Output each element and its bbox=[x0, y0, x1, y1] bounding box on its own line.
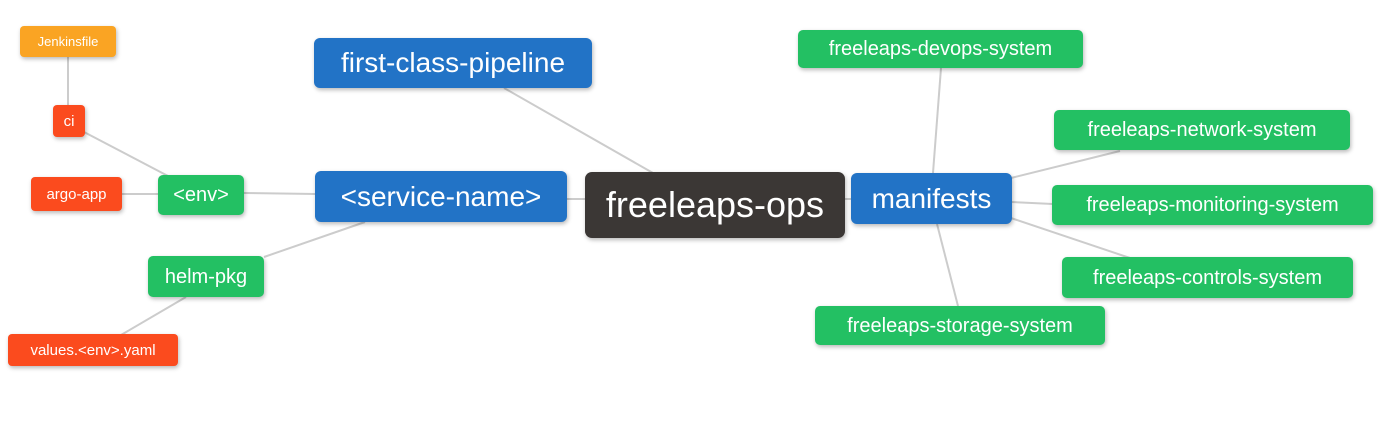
node-freeleaps-ops[interactable]: freeleaps-ops bbox=[585, 172, 845, 238]
node-jenkinsfile[interactable]: Jenkinsfile bbox=[20, 26, 116, 57]
edge-ci-env bbox=[83, 131, 169, 177]
node-values-env-yaml[interactable]: values.<env>.yaml bbox=[8, 334, 178, 366]
node-freeleaps-storage-system[interactable]: freeleaps-storage-system bbox=[815, 306, 1105, 345]
node-freeleaps-network-system[interactable]: freeleaps-network-system bbox=[1054, 110, 1350, 150]
node-freeleaps-controls-system[interactable]: freeleaps-controls-system bbox=[1062, 257, 1353, 298]
edge-values-helm-pkg bbox=[120, 296, 187, 336]
node-argo-app[interactable]: argo-app bbox=[31, 177, 122, 211]
node-manifests[interactable]: manifests bbox=[851, 173, 1012, 224]
node-first-class-pipeline[interactable]: first-class-pipeline bbox=[314, 38, 592, 88]
edge-manifests-monitoring bbox=[1010, 201, 1054, 205]
node-helm-pkg[interactable]: helm-pkg bbox=[148, 256, 264, 297]
node-env[interactable]: <env> bbox=[158, 175, 244, 215]
node-freeleaps-monitoring-system[interactable]: freeleaps-monitoring-system bbox=[1052, 185, 1373, 225]
edge-helm-pkg-service-name bbox=[263, 221, 366, 258]
node-ci[interactable]: ci bbox=[53, 105, 85, 137]
node-service-name[interactable]: <service-name> bbox=[315, 171, 567, 222]
edge-manifests-devops bbox=[932, 67, 942, 174]
edge-manifests-network bbox=[1010, 150, 1121, 179]
edge-manifests-storage bbox=[936, 223, 959, 307]
node-freeleaps-devops-system[interactable]: freeleaps-devops-system bbox=[798, 30, 1083, 68]
edge-pipeline-root bbox=[503, 87, 654, 174]
edge-env-service-name bbox=[243, 192, 317, 195]
